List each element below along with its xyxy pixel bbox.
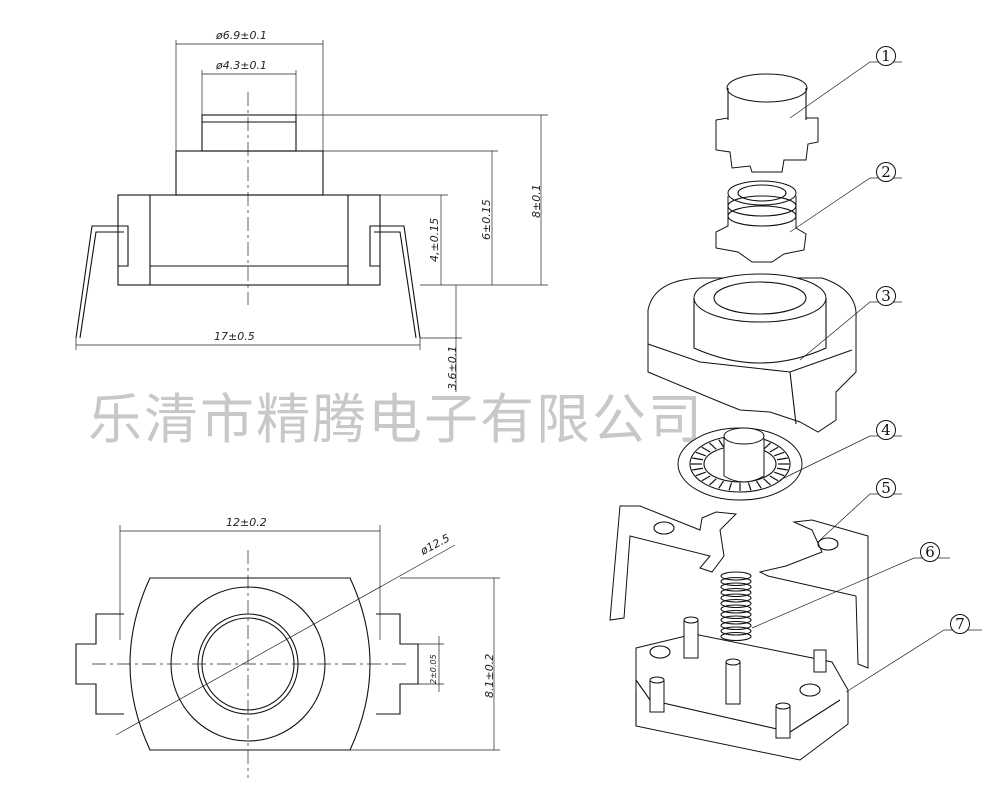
dim-pin-length: 3.6±0.1	[446, 346, 459, 390]
callout-circle-2	[876, 162, 896, 182]
side-view-drawing: ø6.9±0.1 ø4.3±0.1 8±0.1 6±0.15 4,±0.15 3…	[75, 29, 548, 392]
spring-coil	[720, 587, 752, 598]
part-6-spring	[720, 571, 752, 642]
dim-body-height: 4,±0.15	[428, 218, 441, 262]
callout-number-4: 4	[881, 421, 891, 439]
callout-number-7: 7	[955, 615, 965, 633]
disc-contact-spoke	[709, 478, 717, 486]
disc-contact-spoke	[755, 480, 762, 489]
callout-leader-2	[789, 177, 902, 233]
disc-contact-spoke	[774, 451, 785, 457]
disc-contact-spoke	[695, 451, 706, 457]
spring-coil	[720, 626, 752, 636]
disc-contact-spoke	[709, 442, 717, 450]
disc-contact-spoke	[763, 478, 771, 486]
disc-contact-spoke	[769, 446, 779, 453]
callout-circle-7	[950, 614, 970, 634]
part-7-base	[635, 616, 849, 761]
spring-coil	[720, 582, 752, 592]
dim-total-height: 8±0.1	[530, 184, 543, 218]
disc-contact-spoke	[692, 457, 704, 461]
part-3-housing	[647, 273, 857, 433]
callout-number-1: 1	[881, 47, 891, 65]
callout-leader-7	[845, 629, 982, 693]
dim-mid-height: 6±0.15	[480, 199, 493, 240]
part-5-terminals	[609, 505, 869, 669]
dim-diameter: ø12.5	[417, 532, 452, 559]
spring-coil	[720, 598, 752, 609]
disc-contact-spoke	[701, 446, 711, 453]
dim-outer-diameter: ø6.9±0.1	[215, 29, 267, 42]
callout-number-6: 6	[925, 543, 935, 561]
disc-contact-spoke	[701, 475, 711, 482]
part-4-contact-disc	[677, 427, 803, 501]
disc-contact-spoke	[718, 480, 725, 489]
part-2-bushing	[715, 180, 807, 263]
disc-contact-spoke	[774, 471, 785, 477]
dim-width: 17±0.5	[214, 330, 255, 343]
callout-group: 1 2 3 4 5 6 7	[751, 46, 982, 693]
spring-coil	[720, 571, 752, 581]
disc-contact-spoke	[776, 457, 788, 461]
dim-body-width: 12±0.2	[226, 516, 267, 529]
callout-circle-6	[920, 542, 940, 562]
part-1-cap	[715, 73, 819, 173]
exploded-view: 1 2 3 4 5 6 7	[609, 46, 982, 761]
spring-coil	[720, 609, 752, 620]
callout-circle-5	[876, 478, 896, 498]
callout-number-5: 5	[881, 479, 891, 497]
disc-contact-spoke	[695, 471, 706, 477]
callout-number-2: 2	[881, 163, 891, 181]
spring-coil	[720, 631, 752, 642]
callout-number-3: 3	[881, 287, 891, 305]
disc-contact-spoke	[747, 482, 752, 491]
top-view-drawing: 12±0.2 ø12.5 2±0.05 8.1±0.2	[75, 516, 500, 778]
disc-contact-spoke	[763, 442, 771, 450]
disc-contact-spoke	[728, 482, 733, 491]
callout-circle-4	[876, 420, 896, 440]
spring-coil	[720, 615, 752, 625]
disc-contact-spoke	[769, 475, 779, 482]
disc-contact-spoke	[692, 467, 704, 471]
company-watermark: 乐清市精腾电子有限公司	[88, 388, 704, 451]
callout-circle-3	[876, 286, 896, 306]
spring-coil	[720, 620, 752, 631]
disc-contact-spoke	[718, 439, 725, 448]
spring-coil	[720, 576, 752, 587]
spring-coil	[720, 593, 752, 603]
callout-circle-1	[876, 46, 896, 66]
disc-contact-spoke	[776, 467, 788, 471]
dim-tab-width: 2±0.05	[429, 654, 438, 684]
spring-coil	[720, 604, 752, 614]
dim-body-height: 8.1±0.2	[483, 654, 496, 698]
dim-inner-diameter: ø4.3±0.1	[215, 59, 267, 72]
